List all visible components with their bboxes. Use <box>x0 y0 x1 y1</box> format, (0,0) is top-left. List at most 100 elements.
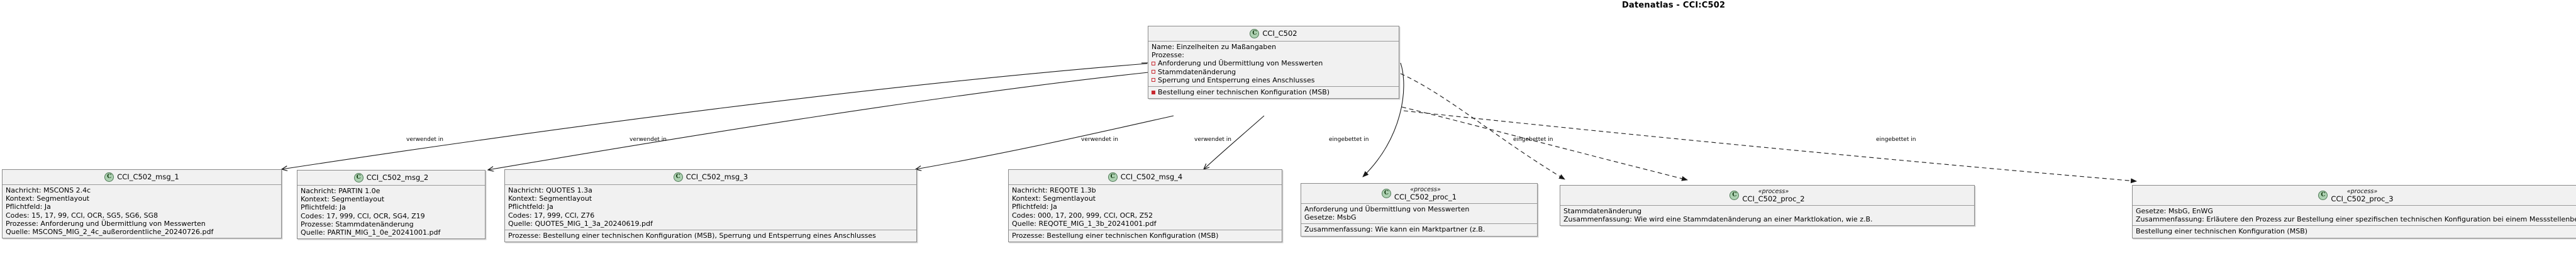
node-title-proc-1: CCI_C502_proc_1 <box>1394 192 1457 201</box>
body-line: Prozesse: Anforderung und Übermittlung v… <box>6 219 206 228</box>
footer-line: Prozesse: Bestellung einer technischen K… <box>508 232 876 240</box>
edge-label-verwendet-in-2: verwendet in <box>630 137 667 143</box>
node-footer-proc-3: Bestellung einer technischen Konfigurati… <box>2133 226 2576 237</box>
stereotype-label: «process» <box>1410 186 1441 193</box>
body-line: Nachricht: PARTIN 1.0e <box>301 187 380 195</box>
edge-label-eingebettet-in-1: eingebettet in <box>1329 137 1369 143</box>
body-line: Pflichtfeld: Ja <box>6 203 51 211</box>
node-header-msg-4: C CCI_C502_msg_4 <box>1009 170 1282 185</box>
node-attributes-main: Name: Einzelheiten zu Maßangaben Prozess… <box>1148 42 1399 87</box>
node-title-proc-3: CCI_C502_proc_3 <box>2331 194 2394 203</box>
body-line: Zusammenfassung: Wie wird eine Stammdate… <box>1563 215 1873 224</box>
body-line: Kontext: Segmentlayout <box>301 195 385 204</box>
footer-line: Prozesse: Bestellung einer technischen K… <box>1012 232 1219 240</box>
operation-item: Bestellung einer technischen Konfigurati… <box>1152 88 1396 96</box>
class-icon: C <box>353 173 364 182</box>
attribute-name: Name: Einzelheiten zu Maßangaben <box>1152 43 1277 51</box>
body-line: Quelle: PARTIN_MIG_1_0e_20241001.pdf <box>301 228 441 237</box>
footer-line: Zusammenfassung: Wie kann ein Marktpartn… <box>1304 225 1485 234</box>
body-line: Codes: 17, 999, CCI, Z76 <box>508 211 595 220</box>
process-item: Stammdatenänderung <box>1152 68 1396 76</box>
body-line: Zusammenfassung: Erläutere den Prozess z… <box>2136 215 2576 224</box>
footer-line: Bestellung einer technischen Konfigurati… <box>2136 227 2308 236</box>
node-header-proc-3: C «process» CCI_C502_proc_3 <box>2133 186 2576 206</box>
node-header-msg-3: C CCI_C502_msg_3 <box>505 170 916 185</box>
node-body-proc-2: Stammdatenänderung Zusammenfassung: Wie … <box>1560 206 1974 225</box>
node-title-msg-2: CCI_C502_msg_2 <box>366 172 429 182</box>
body-line: Stammdatenänderung <box>1563 207 1642 215</box>
node-header-proc-2: C «process» CCI_C502_proc_2 <box>1560 186 1974 206</box>
uml-class-cci-c502-msg-4[interactable]: C CCI_C502_msg_4 Nachricht: REQOTE 1.3b … <box>1008 169 1282 243</box>
page-title: Datenatlas - CCI:C502 <box>1622 1 1726 10</box>
process-item: Sperrung und Entsperrung eines Anschluss… <box>1152 76 1396 84</box>
edge-label-verwendet-in-1: verwendet in <box>406 137 444 143</box>
body-line: Kontext: Segmentlayout <box>6 194 90 203</box>
operation-label: Bestellung einer technischen Konfigurati… <box>1158 88 1330 97</box>
body-line: Quelle: REQOTE_MIG_1_3b_20241001.pdf <box>1012 219 1157 228</box>
node-body-msg-1: Nachricht: MSCONS 2.4c Kontext: Segmentl… <box>3 185 281 238</box>
node-body-proc-1: Anforderung und Übermittlung von Messwer… <box>1301 204 1537 225</box>
node-title-main: CCI_C502 <box>1262 28 1297 38</box>
body-line: Kontext: Segmentlayout <box>508 194 592 203</box>
attribute-prozesse-header: Prozesse: <box>1152 51 1184 60</box>
body-line: Codes: 17, 999, CCI, OCR, SG4, Z19 <box>301 211 425 220</box>
uml-class-cci-c502[interactable]: C CCI_C502 Name: Einzelheiten zu Maßanga… <box>1148 26 1399 99</box>
node-body-msg-3: Nachricht: QUOTES 1.3a Kontext: Segmentl… <box>505 185 916 231</box>
private-marker-icon <box>1152 78 1155 82</box>
process-item: Anforderung und Übermittlung von Messwer… <box>1152 59 1396 67</box>
body-line: Quelle: MSCONS_MIG_2_4c_außerordentliche… <box>6 228 214 237</box>
node-header-main: C CCI_C502 <box>1148 26 1399 42</box>
node-title-msg-3: CCI_C502_msg_3 <box>686 172 748 181</box>
node-title-proc-2: CCI_C502_proc_2 <box>1742 194 1805 203</box>
class-icon: C <box>1729 191 1740 200</box>
private-marker-icon <box>1152 62 1155 65</box>
class-icon: C <box>2318 191 2328 200</box>
node-body-proc-3: Gesetze: MsbG, EnWG Zusammenfassung: Erl… <box>2133 206 2576 227</box>
body-line: Pflichtfeld: Ja <box>1012 203 1057 211</box>
body-line: Nachricht: QUOTES 1.3a <box>508 186 592 194</box>
class-icon: C <box>673 172 683 182</box>
node-header-msg-2: C CCI_C502_msg_2 <box>297 171 485 186</box>
edge-label-verwendet-in-3: verwendet in <box>1081 137 1119 143</box>
uml-class-cci-c502-msg-3[interactable]: C CCI_C502_msg_3 Nachricht: QUOTES 1.3a … <box>504 169 917 243</box>
body-line: Codes: 15, 17, 99, CCI, OCR, SG5, SG6, S… <box>6 211 158 220</box>
class-icon: C <box>1381 189 1391 198</box>
class-icon: C <box>1108 172 1118 182</box>
node-body-msg-4: Nachricht: REQOTE 1.3b Kontext: Segmentl… <box>1009 185 1282 231</box>
body-line: Prozesse: Stammdatenänderung <box>301 220 414 228</box>
uml-class-cci-c502-msg-2[interactable]: C CCI_C502_msg_2 Nachricht: PARTIN 1.0e … <box>297 170 486 240</box>
edge-label-verwendet-in-4: verwendet in <box>1194 137 1232 143</box>
node-header-msg-1: C CCI_C502_msg_1 <box>3 170 281 185</box>
body-line: Quelle: QUOTES_MIG_1_3a_20240619.pdf <box>508 219 653 228</box>
body-line: Anforderung und Übermittlung von Messwer… <box>1304 205 1470 213</box>
edge-label-eingebettet-in-2: eingebettet in <box>1513 137 1553 143</box>
body-line: Kontext: Segmentlayout <box>1012 194 1096 203</box>
class-icon: C <box>104 172 114 182</box>
node-body-msg-2: Nachricht: PARTIN 1.0e Kontext: Segmentl… <box>297 186 485 238</box>
stereotype-label: «process» <box>1758 188 1789 195</box>
node-title-msg-4: CCI_C502_msg_4 <box>1120 172 1183 181</box>
process-label: Stammdatenänderung <box>1158 67 1236 76</box>
body-line: Gesetze: MsbG, EnWG <box>2136 207 2213 215</box>
node-title-msg-1: CCI_C502_msg_1 <box>117 172 179 181</box>
node-operations-main: Bestellung einer technischen Konfigurati… <box>1148 87 1399 98</box>
process-label: Anforderung und Übermittlung von Messwer… <box>1158 59 1323 68</box>
edge-label-eingebettet-in-3: eingebettet in <box>1876 137 1916 143</box>
uml-class-cci-c502-proc-1[interactable]: C «process» CCI_C502_proc_1 Anforderung … <box>1301 183 1538 237</box>
private-marker-filled-icon <box>1152 90 1155 94</box>
node-footer-msg-3: Prozesse: Bestellung einer technischen K… <box>505 230 916 242</box>
body-line: Nachricht: MSCONS 2.4c <box>6 186 91 194</box>
uml-class-cci-c502-msg-1[interactable]: C CCI_C502_msg_1 Nachricht: MSCONS 2.4c … <box>2 169 282 239</box>
node-footer-msg-4: Prozesse: Bestellung einer technischen K… <box>1009 230 1282 242</box>
body-line: Gesetze: MsbG <box>1304 213 1357 222</box>
body-line: Nachricht: REQOTE 1.3b <box>1012 186 1096 194</box>
uml-class-cci-c502-proc-2[interactable]: C «process» CCI_C502_proc_2 Stammdatenän… <box>1560 185 1975 227</box>
uml-class-cci-c502-proc-3[interactable]: C «process» CCI_C502_proc_3 Gesetze: Msb… <box>2132 185 2576 238</box>
body-line: Pflichtfeld: Ja <box>508 203 553 211</box>
node-header-proc-1: C «process» CCI_C502_proc_1 <box>1301 184 1537 204</box>
class-icon: C <box>1250 29 1260 38</box>
private-marker-icon <box>1152 70 1155 74</box>
process-label: Sperrung und Entsperrung eines Anschluss… <box>1158 76 1315 84</box>
stereotype-label: «process» <box>2346 188 2378 195</box>
node-footer-proc-1: Zusammenfassung: Wie kann ein Marktpartn… <box>1301 224 1537 235</box>
